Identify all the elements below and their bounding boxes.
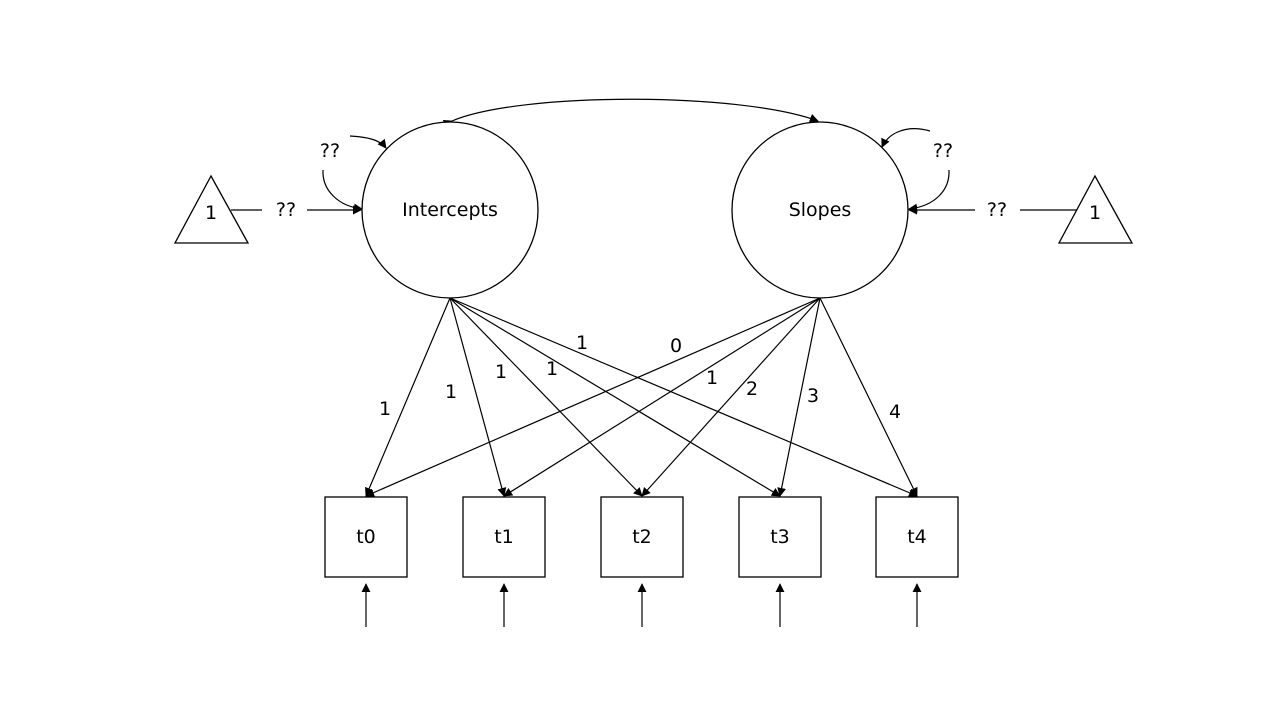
loading-label-slopes-t0: 0 xyxy=(670,335,682,357)
observed-box-t2 xyxy=(600,496,684,578)
observed-box-t0 xyxy=(324,496,408,578)
observed-box-t1 xyxy=(462,496,546,578)
mean-label-slopes: ?? xyxy=(987,199,1007,221)
variance-label-slopes: ?? xyxy=(933,140,953,162)
variance-label-intercepts: ?? xyxy=(320,140,340,162)
loading-label-slopes-t1: 1 xyxy=(706,367,718,389)
loading-arrow-slopes-t1 xyxy=(503,297,821,497)
loading-label-intercepts-t2: 1 xyxy=(495,361,507,383)
latent-factor-label-intercepts: Intercepts xyxy=(402,199,498,221)
loading-label-slopes-t3: 3 xyxy=(807,385,819,407)
latent-factor-intercepts xyxy=(361,121,539,299)
loading-arrow-slopes-t0 xyxy=(365,297,821,497)
latent-factor-slopes xyxy=(731,121,909,299)
loading-label-intercepts-t3: 1 xyxy=(546,358,558,380)
constant-triangle-intercepts xyxy=(173,174,250,244)
constant-label-intercepts: 1 xyxy=(205,202,217,224)
loading-label-intercepts-t0: 1 xyxy=(379,398,391,420)
variance-arrow-intercepts-bottom xyxy=(322,169,363,213)
mean-label-intercepts: ?? xyxy=(276,199,296,221)
loading-arrow-intercepts-t4 xyxy=(449,297,918,497)
constant-label-slopes: 1 xyxy=(1089,202,1101,224)
variance-arrow-slopes-top xyxy=(881,128,931,148)
loading-label-slopes-t4: 4 xyxy=(889,401,901,423)
observed-label-t3: t3 xyxy=(770,526,790,548)
loading-label-intercepts-t1: 1 xyxy=(445,381,457,403)
observed-label-t4: t4 xyxy=(907,526,927,548)
observed-box-t3 xyxy=(738,496,822,578)
observed-label-t2: t2 xyxy=(632,526,652,548)
loading-label-slopes-t2: 2 xyxy=(746,378,758,400)
factor-covariance-arrow xyxy=(442,98,819,129)
loading-arrow-slopes-t4 xyxy=(819,297,918,497)
loading-arrow-intercepts-t2 xyxy=(449,297,643,497)
loading-label-intercepts-t4: 1 xyxy=(576,332,588,354)
constant-triangle-slopes xyxy=(1057,174,1134,244)
observed-label-t0: t0 xyxy=(356,526,376,548)
loading-arrow-slopes-t3 xyxy=(777,297,821,497)
observed-label-t1: t1 xyxy=(494,526,514,548)
variance-arrow-intercepts-top xyxy=(349,135,387,149)
latent-factor-label-slopes: Slopes xyxy=(789,199,852,221)
loading-arrow-intercepts-t3 xyxy=(449,297,781,497)
observed-box-t4 xyxy=(875,496,959,578)
loading-arrow-intercepts-t0 xyxy=(365,297,451,497)
loading-arrow-intercepts-t1 xyxy=(449,297,507,497)
variance-arrow-slopes-bottom xyxy=(908,169,950,213)
loading-arrow-slopes-t2 xyxy=(641,297,821,497)
